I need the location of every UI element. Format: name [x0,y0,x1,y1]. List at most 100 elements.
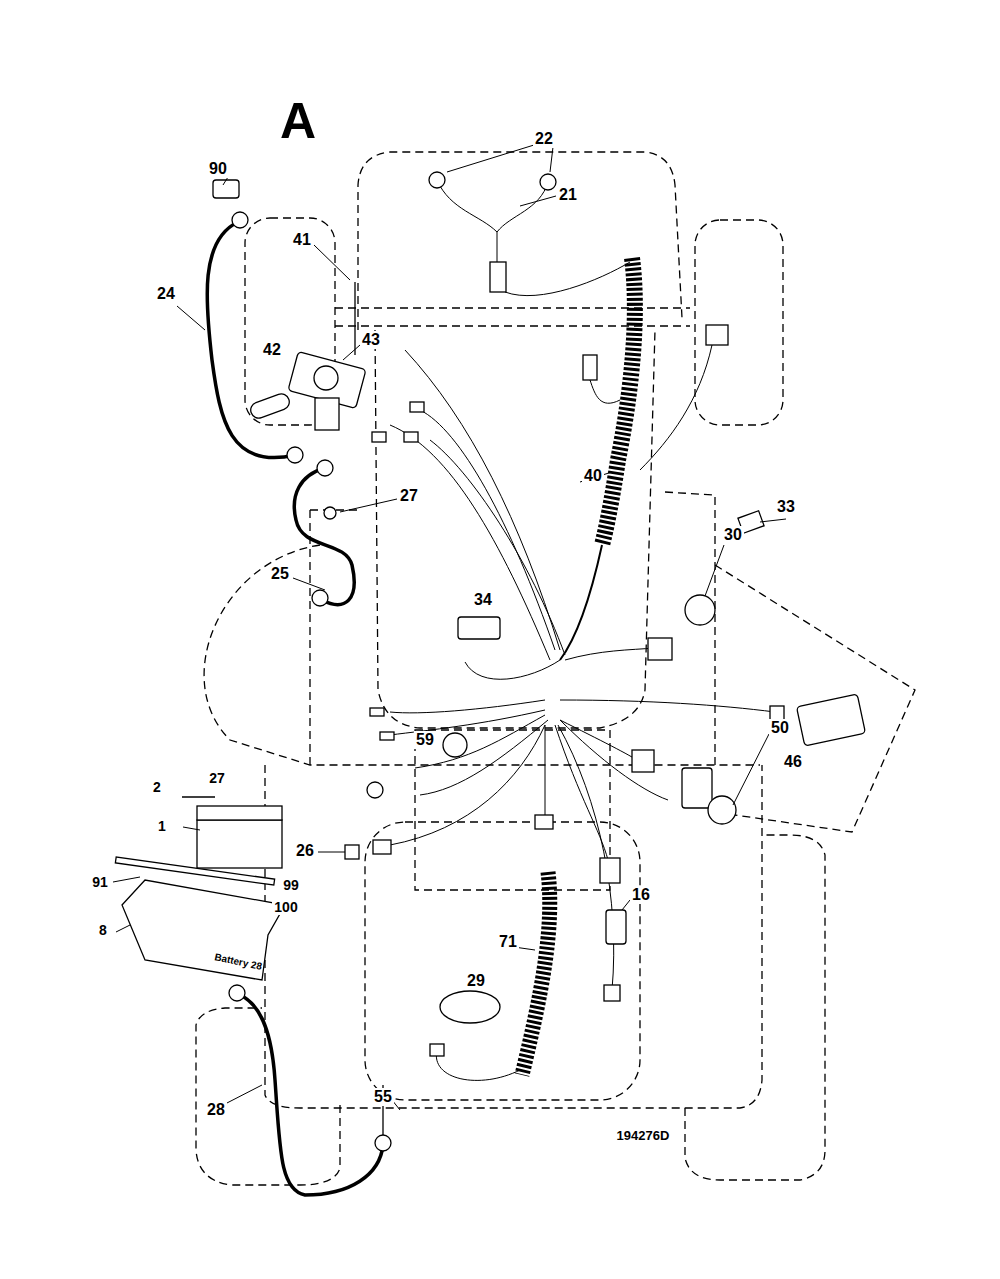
frame-outline [310,492,715,765]
connector [600,858,620,883]
wire [405,350,560,650]
headlight [540,174,556,190]
seat-outline [365,822,640,1100]
callout-number: 91 [90,874,110,890]
fuse [345,845,359,859]
callout-number: 90 [207,160,229,178]
battery-bolt [182,796,215,797]
callout-number: 40 [582,467,604,485]
harness-coil [522,872,550,1075]
callout-number: 43 [360,331,382,349]
connector [706,325,728,345]
terminal-boot [213,180,239,198]
callout-number: 34 [472,591,494,609]
front-wheel [695,220,783,425]
callout-number: 24 [155,285,177,303]
connector [404,432,418,442]
wire [437,180,548,262]
harness-coil [560,545,602,660]
leader-line [520,196,556,206]
callout-number: 1 [156,818,168,834]
rear-wheel [685,835,825,1180]
callout-number: 21 [557,186,579,204]
wire [560,720,640,762]
callout-number: 8 [97,922,109,938]
wire [390,725,545,845]
wire [545,725,546,820]
cable [240,995,383,1195]
parts [115,172,865,1151]
connector [370,708,384,716]
fender-outline [715,565,915,832]
connector [604,985,620,1001]
callout-number: 55 [372,1088,394,1106]
indicator-light [443,733,467,757]
ring-terminal [287,447,303,463]
leader-line [760,519,786,522]
nut [324,507,336,519]
hour-meter [797,694,866,746]
wire [390,700,545,713]
callout-number: 25 [269,565,291,583]
pto-switch [682,768,712,808]
pto-knob [708,796,736,824]
callout-number: 33 [775,498,797,516]
body-outline [196,152,915,1185]
connector [583,355,597,380]
callout-number: 46 [782,753,804,771]
terminal-boot [248,392,291,421]
leader-line [223,177,228,185]
ring-terminal [375,1135,391,1151]
leader-line [113,827,200,932]
connector [770,706,784,720]
ring-terminal [232,212,248,228]
cable [294,468,354,605]
callout-number: 27 [207,770,227,786]
wire [640,345,712,470]
wire [465,660,560,679]
leader-lines [113,145,786,1110]
battery-strap [115,857,274,885]
seat-switch [606,910,626,944]
leader-line [177,306,205,330]
wire [555,725,608,860]
connector [410,402,424,412]
wire [436,1050,520,1080]
callout-number: 99 [281,877,301,893]
leader-line [343,345,360,360]
seat-switch-pad [440,991,500,1023]
connector [373,840,391,854]
battery [197,820,282,868]
wire [560,700,775,712]
headlight [429,172,445,188]
callout-number: 50 [769,719,791,737]
bolt [354,282,355,355]
seat-deck-outline [204,545,760,765]
connector [490,262,506,292]
ring-terminal [229,985,245,1001]
rear-body-outline [265,765,762,1108]
leader-line [733,734,769,805]
harness-coil [522,258,635,1075]
cable [207,222,295,458]
wire [505,262,630,296]
leader-line [314,245,350,280]
wire [390,425,550,660]
callout-number: 42 [261,341,283,359]
connector [430,1044,444,1056]
leader-line [318,852,630,950]
wire [590,380,620,403]
callout-number: 59 [414,731,436,749]
battery-tray [122,880,285,980]
callout-number: 28 [205,1101,227,1119]
harness-coil [602,258,635,545]
cables [207,222,383,1195]
connector [372,432,386,442]
leader-line [340,499,397,512]
wires [390,180,775,1080]
leader-line [293,578,325,590]
callout-number: 30 [722,526,744,544]
rocker-switch [458,617,500,639]
